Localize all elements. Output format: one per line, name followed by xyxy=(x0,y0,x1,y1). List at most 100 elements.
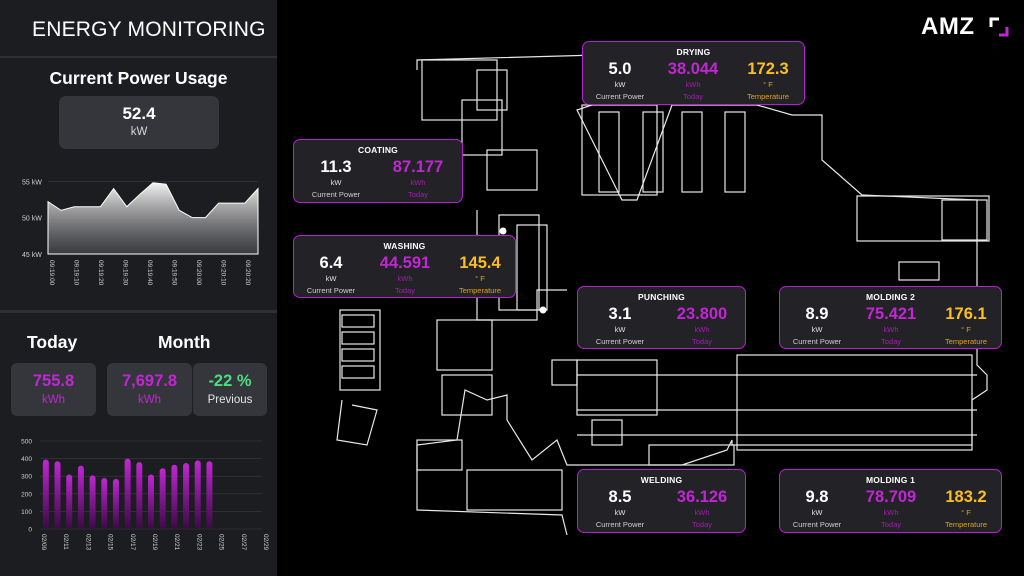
x-tick-label: 02/19 xyxy=(151,534,158,551)
x-tick-label: 09:20:20 xyxy=(244,260,251,286)
x-tick-label: 09:19:40 xyxy=(146,260,153,286)
room-outline xyxy=(436,319,493,371)
current-power-title: Current Power Usage xyxy=(49,68,228,88)
bar xyxy=(148,474,154,529)
room-outline xyxy=(421,59,498,121)
machine-card-washing[interactable]: WASHING 6.4 kW Current Power 44.591 kWh … xyxy=(293,235,516,298)
bar xyxy=(42,459,49,529)
today-energy-value: 755.8 xyxy=(32,372,75,390)
floor-plan xyxy=(336,54,990,536)
power-area-series xyxy=(47,182,259,255)
power-value: 6.4 xyxy=(319,254,343,272)
x-tick-label: 09:19:00 xyxy=(48,260,55,286)
current-power-value: 52.4 xyxy=(122,104,156,123)
machine-card-drying[interactable]: DRYING 5.0 kW Current Power 38.044 kWh T… xyxy=(582,41,805,105)
x-tick-label: 02/29 xyxy=(262,534,269,551)
machine-card-punching[interactable]: PUNCHING 3.1 kW Current Power 23.800 kWh… xyxy=(577,286,746,349)
room-outline xyxy=(486,149,538,191)
temperature-metric: 145.4 ° F Temperature xyxy=(448,254,512,295)
room-outline xyxy=(648,444,735,466)
machine-name: WASHING xyxy=(383,241,426,251)
month-change-label: Previous xyxy=(207,394,253,406)
energy-unit: kWh xyxy=(883,325,899,334)
power-label: Current Power xyxy=(306,286,356,295)
bar xyxy=(101,477,108,529)
month-energy-value: 7,697.8 xyxy=(121,372,178,390)
x-tick-label: 09:19:20 xyxy=(97,260,104,286)
x-tick-label: 09:20:00 xyxy=(195,260,202,286)
energy-metric: 36.126 kWh Today xyxy=(670,488,734,529)
company-logo: AMZ xyxy=(921,13,1013,43)
energy-metric: 87.177 kWh Today xyxy=(386,158,450,199)
machine-card-molding-1[interactable]: MOLDING 1 9.8 kW Current Power 78.709 kW… xyxy=(779,469,1002,533)
power-label: Current Power xyxy=(595,92,645,101)
room-outline xyxy=(576,359,658,416)
room-outline xyxy=(466,469,563,511)
y-tick-label: 100 xyxy=(21,509,32,516)
temperature-metric: 176.1 ° F Temperature xyxy=(934,305,998,346)
x-tick-label: 02/23 xyxy=(195,534,202,551)
equipment xyxy=(341,348,375,362)
power-label: Current Power xyxy=(595,520,645,529)
bar xyxy=(89,475,96,529)
power-value: 11.3 xyxy=(320,158,352,176)
x-tick-label: 02/27 xyxy=(240,534,247,551)
page-title: ENERGY MONITORING xyxy=(32,18,266,41)
power-value: 9.8 xyxy=(805,488,829,506)
machine-name: COATING xyxy=(358,145,398,155)
month-energy-unit: kWh xyxy=(138,394,161,406)
power-value: 8.9 xyxy=(805,305,829,323)
energy-unit: kWh xyxy=(883,508,899,517)
energy-label: Today xyxy=(407,190,428,199)
sensor-dot xyxy=(539,306,547,314)
power-metric: 11.3 kW Current Power xyxy=(304,158,368,199)
power-metric: 8.5 kW Current Power xyxy=(588,488,652,529)
y-tick-label: 50 kW xyxy=(22,216,42,223)
energy-unit: kWh xyxy=(410,178,426,187)
energy-metric: 23.800 kWh Today xyxy=(670,305,734,346)
x-tick-label: 02/21 xyxy=(173,534,180,551)
temperature-unit: ° F xyxy=(961,508,971,517)
energy-metric: 78.709 kWh Today xyxy=(859,488,923,529)
energy-unit: kWh xyxy=(397,274,413,283)
energy-value: 38.044 xyxy=(667,60,719,78)
washing-line xyxy=(516,224,548,311)
left-panel: ENERGY MONITORING Current Power Usage 52… xyxy=(0,0,277,576)
energy-metric: 44.591 kWh Today xyxy=(373,254,437,295)
room-outline xyxy=(441,374,493,416)
power-unit: kW xyxy=(811,508,823,517)
temperature-label: Temperature xyxy=(944,520,988,529)
machine-card-welding[interactable]: WELDING 8.5 kW Current Power 36.126 kWh … xyxy=(577,469,746,533)
header-bar: ENERGY MONITORING xyxy=(0,0,277,58)
x-tick-label: 02/13 xyxy=(84,534,91,551)
power-metric: 9.8 kW Current Power xyxy=(785,488,849,529)
energy-label: Today xyxy=(682,92,703,101)
power-metric: 3.1 kW Current Power xyxy=(588,305,652,346)
machine-card-molding-2[interactable]: MOLDING 2 8.9 kW Current Power 75.421 kW… xyxy=(779,286,1002,349)
x-tick-label: 02/11 xyxy=(62,534,69,550)
bar xyxy=(183,463,190,529)
equipment xyxy=(341,314,375,328)
power-unit: kW xyxy=(614,508,626,517)
month-change-value: -22 % xyxy=(208,372,252,390)
room-outline xyxy=(856,195,990,242)
bar xyxy=(54,461,61,529)
power-unit: kW xyxy=(614,80,626,89)
molding-hall xyxy=(736,354,973,451)
drying-racks-area xyxy=(581,104,658,196)
energy-value: 23.800 xyxy=(676,305,728,323)
energy-value: 36.126 xyxy=(676,488,728,506)
consumption-section: Today Month 755.8 kWh 7,697.8 kWh -22 % … xyxy=(0,316,277,576)
room-outline xyxy=(941,199,988,241)
machine-name: WELDING xyxy=(640,475,683,485)
equipment xyxy=(898,261,940,281)
x-tick-label: 09:19:30 xyxy=(122,260,129,286)
power-unit: kW xyxy=(330,178,342,187)
temperature-value: 183.2 xyxy=(945,488,987,506)
energy-unit: kWh xyxy=(685,80,701,89)
x-tick-label: 02/17 xyxy=(129,534,136,551)
power-label: Current Power xyxy=(792,337,842,346)
machine-card-coating[interactable]: COATING 11.3 kW Current Power 87.177 kWh… xyxy=(293,139,463,203)
energy-value: 75.421 xyxy=(865,305,917,323)
